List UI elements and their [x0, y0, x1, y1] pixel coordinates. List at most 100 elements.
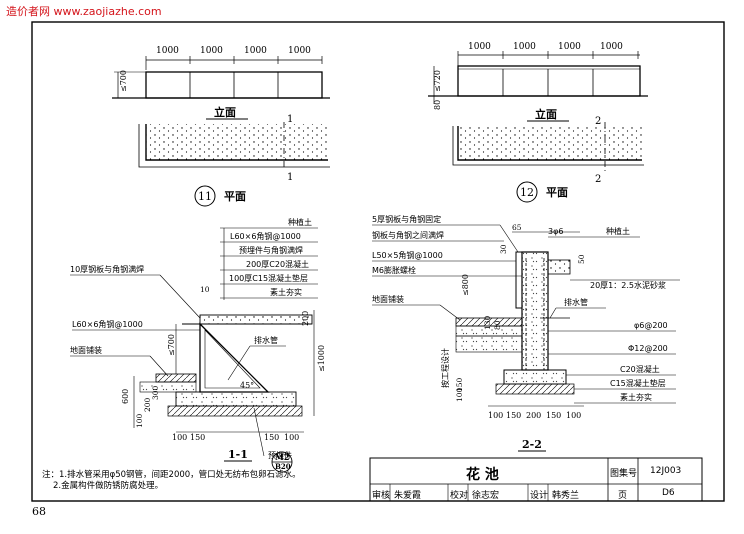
dim-150: 150	[264, 433, 279, 442]
reviewer-name: 朱爱霞	[394, 491, 422, 501]
dim-200: 200	[143, 397, 152, 412]
label-soil: 种植土	[606, 226, 630, 236]
dim-1000: 1000	[468, 42, 491, 52]
label-paving: 地面铺装	[372, 294, 404, 304]
label-mortar: 20厚1：2.5水泥砂浆	[590, 280, 666, 290]
dim-1000: ≤1000	[317, 345, 326, 372]
dim-300: 300	[151, 385, 160, 400]
designer-name: 韩秀兰	[552, 491, 580, 501]
label-embed-weld: 预埋件与角钢满焊	[239, 245, 303, 255]
atlas-label: 图集号	[610, 469, 638, 479]
view11-elevation: 1000 1000 1000 1000 ≤700 立面	[112, 46, 330, 120]
dim-200: 200	[301, 311, 310, 326]
sheet-border	[31, 21, 725, 502]
dim-150: 150	[546, 411, 561, 420]
dim-720: ≤720	[433, 70, 442, 92]
section-title: 2-2	[522, 438, 542, 451]
section-1-1: 种植土 L60×6角钢@1000 预埋件与角钢满焊 200厚C20混凝土 100…	[70, 217, 326, 473]
label-drain: 排水管	[254, 335, 278, 345]
dim-1000: 1000	[513, 42, 536, 52]
page-label: 页	[618, 491, 628, 501]
view12-plan: 2 2 12 平面	[452, 116, 644, 203]
dim-1000: 1000	[244, 46, 267, 56]
drawing-title: 花 池	[466, 467, 499, 483]
label-soil: 种植土	[288, 217, 312, 227]
elevation-label: 立面	[535, 107, 557, 121]
dim-100: 100	[284, 433, 299, 442]
atlas-number: 12J003	[650, 466, 682, 476]
design-label: 设计	[530, 491, 549, 501]
review-label: 审核	[372, 491, 391, 501]
dim-1000: 1000	[200, 46, 223, 56]
dim-1000: 1000	[558, 42, 581, 52]
dim-80: 80	[493, 320, 502, 330]
page-number: 68	[32, 505, 46, 518]
angle-45: 45°	[240, 381, 254, 390]
dim-200: 200	[526, 411, 541, 420]
dim-100: 100	[135, 413, 144, 428]
page-code: D6	[662, 488, 675, 498]
dim-100: 100	[172, 433, 187, 442]
ref-sheet: B20	[275, 462, 291, 471]
label-paving: 地面铺装	[70, 345, 102, 355]
label-angle: L50×5角钢@1000	[372, 250, 443, 260]
dim-100: 100	[488, 411, 503, 420]
label-earth: 素土夯实	[620, 392, 652, 402]
cut-mark: 1	[287, 114, 293, 125]
plan-label: 平面	[224, 190, 246, 203]
label-weld: 钢板与角钢之间满焊	[372, 230, 444, 240]
dim-800: ≤800	[461, 274, 470, 296]
label-drain: 排水管	[564, 297, 588, 307]
dim-30: 30	[499, 244, 508, 254]
dim-50: 50	[577, 254, 586, 264]
cut-mark: 2	[595, 174, 601, 185]
dim-700: ≤700	[167, 334, 176, 356]
elevation-label: 立面	[214, 105, 236, 119]
dim-65: 65	[512, 223, 522, 232]
label-bolt: M6膨胀螺栓	[372, 265, 416, 275]
dim-150: 150	[506, 411, 521, 420]
dim-80: 80	[433, 100, 442, 110]
check-label: 校对	[450, 491, 469, 501]
plan-label: 平面	[546, 186, 568, 199]
watermark: 造价者网 www.zaojiazhe.com	[6, 5, 162, 18]
dim-1000: 1000	[288, 46, 311, 56]
dim-1000: 1000	[156, 46, 179, 56]
dim-10: 10	[200, 285, 210, 294]
ref-code: M2	[275, 452, 289, 462]
view-number: 12	[520, 186, 534, 199]
view11-plan: 1 1 11 平面	[138, 114, 330, 207]
cut-mark: 2	[595, 116, 601, 127]
label-plate: 5厚钢板与角钢固定	[372, 214, 441, 224]
dim-130: 130	[483, 315, 492, 330]
label-angle-left: L60×6角钢@1000	[72, 319, 143, 329]
dim-100: 100	[455, 387, 464, 402]
section-title: 1-1	[228, 448, 248, 461]
view12-elevation: 1000 1000 1000 1000 ≤720 80 立面	[428, 42, 648, 122]
label-stirrup: φ6@200	[634, 321, 668, 330]
dim-600: 600	[121, 389, 130, 404]
title-block	[369, 457, 703, 502]
dim-700: ≤700	[119, 70, 128, 92]
label-c20: C20混凝土	[620, 364, 660, 374]
label-c20: 200厚C20混凝土	[246, 259, 309, 269]
dim-150: 150	[455, 377, 464, 392]
note-1: 注：1.排水管采用φ50钢管，间距2000，管口处无纺布包卵石滤水。	[42, 470, 301, 480]
label-weld-plate: 10厚钢板与角钢满焊	[70, 264, 144, 274]
checker-name: 徐志宏	[472, 491, 500, 501]
label-bar: Φ12@200	[628, 344, 668, 353]
label-embed: 预埋件	[268, 450, 292, 460]
label-earth: 素土夯实	[270, 287, 302, 297]
section-2-2: 65 30 50 5厚钢板与角钢固定 钢板与角钢之间满焊 L50×5角钢@100…	[372, 214, 680, 452]
label-design: 按工程设计	[440, 348, 450, 388]
dim-150: 150	[190, 433, 205, 442]
label-rebar: 3φ6	[548, 227, 563, 236]
label-c15: 100厚C15混凝土垫层	[229, 273, 308, 283]
dim-100: 100	[566, 411, 581, 420]
note-2: 2.金属构件做防锈防腐处理。	[53, 481, 164, 491]
dim-1000: 1000	[600, 42, 623, 52]
cut-mark: 1	[287, 172, 293, 183]
label-c15: C15混凝土垫层	[610, 378, 666, 388]
notes: 注：1.排水管采用φ50钢管，间距2000，管口处无纺布包卵石滤水。 2.金属构…	[42, 470, 301, 492]
